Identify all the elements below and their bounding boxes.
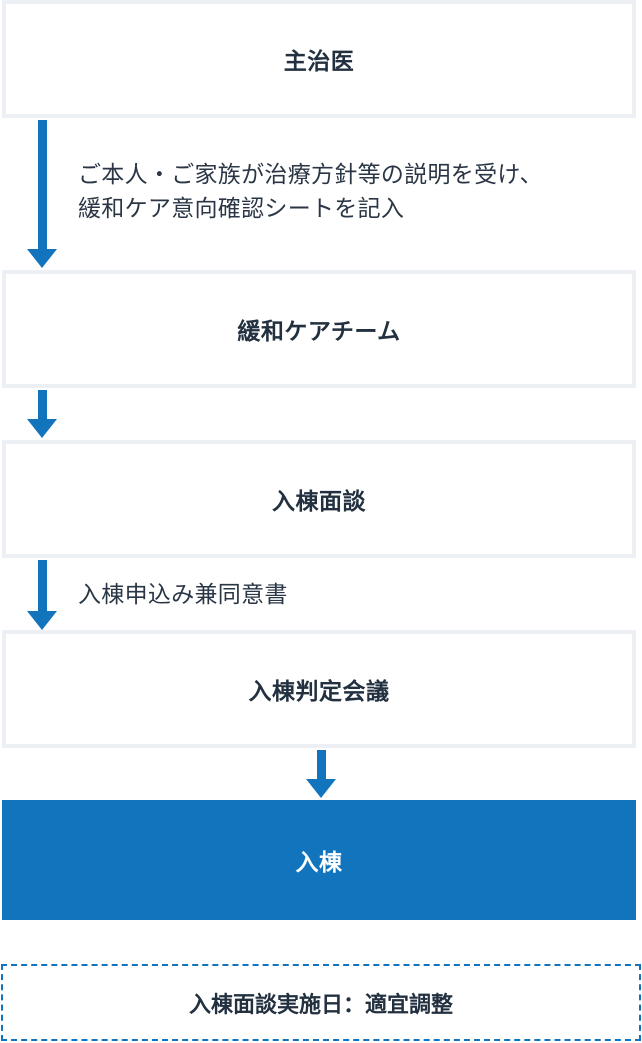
step-admission-decision-meeting: 入棟判定会議 xyxy=(2,630,636,748)
interview-date-note: 入棟面談実施日：適宜調整 xyxy=(1,964,641,1041)
caption-explanation: ご本人・ご家族が治療方針等の説明を受け、 緩和ケア意向確認シートを記入 xyxy=(78,158,543,226)
arrow-down-3 xyxy=(27,560,58,630)
arrow-down-4 xyxy=(306,750,337,798)
step-label: 主治医 xyxy=(283,49,355,75)
step-admission: 入棟 xyxy=(2,800,636,920)
step-label: 入棟 xyxy=(295,850,343,876)
step-attending-physician: 主治医 xyxy=(2,0,636,118)
note-text: 入棟面談実施日：適宜調整 xyxy=(188,992,453,1018)
caption-line-1: ご本人・ご家族が治療方針等の説明を受け、 xyxy=(78,162,543,188)
caption-line: 入棟申込み兼同意書 xyxy=(78,582,288,608)
step-label: 入棟面談 xyxy=(272,489,366,515)
arrow-down-2 xyxy=(27,390,58,438)
step-palliative-care-team: 緩和ケアチーム xyxy=(2,270,636,388)
step-admission-interview: 入棟面談 xyxy=(2,440,636,558)
caption-application-form: 入棟申込み兼同意書 xyxy=(78,578,288,612)
step-label: 緩和ケアチーム xyxy=(237,319,401,345)
step-label: 入棟判定会議 xyxy=(248,679,390,705)
caption-line-2: 緩和ケア意向確認シートを記入 xyxy=(78,196,405,222)
arrow-down-1 xyxy=(27,120,58,268)
